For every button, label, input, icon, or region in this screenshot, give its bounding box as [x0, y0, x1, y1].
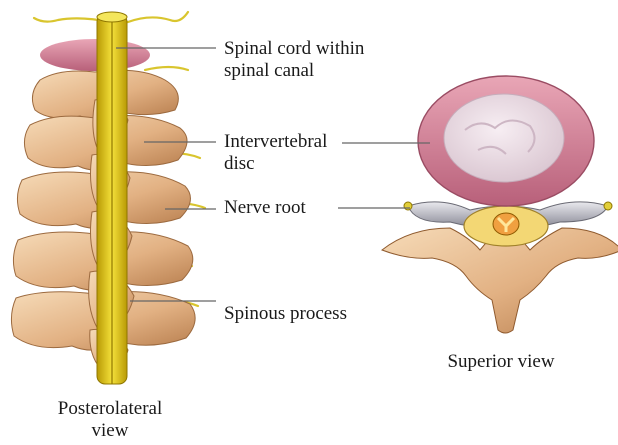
disc-nucleus [444, 94, 564, 182]
superior-vertebra [382, 76, 618, 333]
caption-posterolateral-view: Posterolateral view [20, 398, 200, 442]
label-spinal-cord: Spinal cord within spinal canal [224, 38, 364, 82]
caption-superior-view: Superior view [416, 351, 586, 373]
spinal-cord [97, 12, 127, 384]
posterolateral-spine [11, 12, 205, 384]
label-nerve-root: Nerve root [224, 197, 306, 219]
label-spinous-process: Spinous process [224, 303, 347, 325]
label-intervertebral-disc: Intervertebral disc [224, 131, 327, 175]
